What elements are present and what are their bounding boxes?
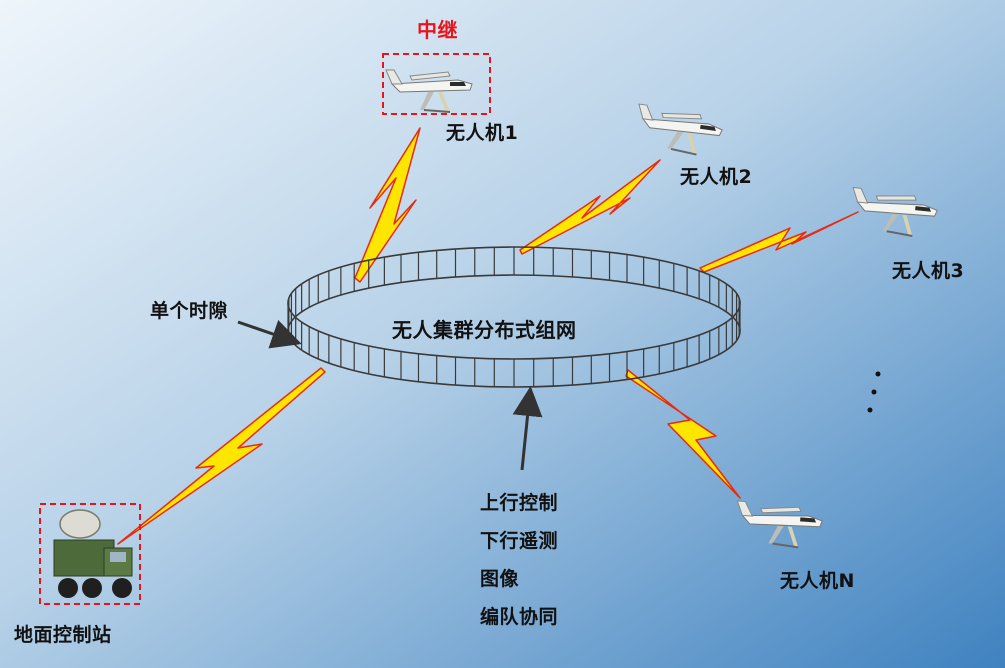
ground-station-label: 地面控制站 xyxy=(14,624,112,646)
link-droneN xyxy=(625,369,741,499)
relay-label: 中继 xyxy=(417,18,458,42)
function-list: 上行控制 下行遥测 图像 编队协同 xyxy=(480,484,558,636)
link-ground-station xyxy=(117,367,326,545)
function-item: 编队协同 xyxy=(480,606,559,628)
drone-2-label: 无人机2 xyxy=(680,166,753,188)
time-slot-label: 单个时隙 xyxy=(150,300,229,322)
drone-n-label: 无人机N xyxy=(780,570,855,592)
ground-station-box xyxy=(39,503,141,605)
link-drone2 xyxy=(519,159,661,255)
function-item: 上行控制 xyxy=(480,492,559,514)
ring-label: 无人集群分布式组网 xyxy=(392,318,577,342)
link-relay-drone1 xyxy=(354,127,421,283)
drone-1-label: 无人机1 xyxy=(446,122,519,144)
relay-box xyxy=(382,53,491,115)
function-item: 下行遥测 xyxy=(480,530,559,552)
arrow-icon xyxy=(512,386,543,471)
drone-3-label: 无人机3 xyxy=(892,260,965,282)
ellipsis-dots-icon xyxy=(867,371,881,413)
arrow-icon xyxy=(237,319,302,349)
ground-vehicle-icon xyxy=(53,509,133,598)
function-item: 图像 xyxy=(480,568,520,590)
link-drone3 xyxy=(699,211,859,273)
network-ring xyxy=(287,246,741,388)
